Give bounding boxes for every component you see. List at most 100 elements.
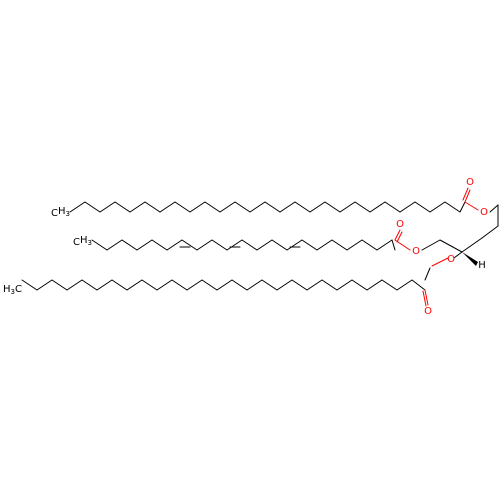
middle-chain-bond [361,239,378,251]
glycerol-c1-c2-bond [481,225,499,239]
bottom-chain-bond [246,279,263,291]
middle-chain-bond [331,239,348,251]
middle-chain-bond [391,239,396,251]
methyl-label-middle: CH3 [73,235,92,248]
bottom-carbonyl-bond [424,289,429,306]
bottom-chain-bond [411,279,426,291]
methyl-label-top: CH3 [51,206,70,219]
top-carbonyl-bond [464,189,471,203]
top-chain-bond [114,201,131,213]
top-chain-bond [399,201,416,213]
top-chain-bond [369,201,386,213]
middle-chain-bond [106,239,123,251]
methyl-label-bottom: H3C [3,284,22,296]
top-chain-bond [354,201,371,213]
oxygen-label: O [447,254,455,265]
middle-chain-bond [136,239,153,251]
middle-chain-bond [181,239,198,251]
bottom-chain-bond [366,279,383,291]
middle-chain-bond [316,239,333,251]
top-chain-bond [459,201,466,213]
oxygen-label: O [424,306,432,317]
middle-carbonyl-bond-double [396,231,403,243]
bottom-chain-bond [36,279,53,291]
top-chain-bond [444,201,461,213]
bottom-chain-bond [291,279,308,291]
top-chain-bond [294,201,311,213]
middle-chain-bond [166,239,183,251]
top-chain-bond [264,201,281,213]
bottom-chain-bond [216,279,233,291]
top-chain-bond [384,201,401,213]
top-chain-bond [219,201,236,213]
glycerol-c3-bond [439,239,463,253]
top-chain-bond [279,201,296,213]
bottom-chain-bond [201,279,218,291]
top-glycerol-bond [489,204,499,213]
bottom-chain-bond [321,279,338,291]
top-carbonyl-bond-double [462,187,469,201]
top-chain-bond [129,201,146,213]
bottom-chain-bond [156,279,173,291]
top-chain-bond [159,201,176,213]
top-ester-bond [464,201,479,211]
top-chain-bond [309,201,326,213]
bottom-chain-bond [141,279,158,291]
middle-chain-bond [151,239,168,251]
bottom-chain-bond [261,279,278,291]
top-chain-bond [174,201,191,213]
bottom-carbonyl-bond-double [422,290,427,307]
bottom-chain-bond [306,279,323,291]
middle-carbonyl-bond [394,229,401,241]
middle-chain-bond [256,239,273,251]
middle-chain-bond [376,239,393,251]
bottom-chain-bond [336,279,353,291]
top-chain-bond [429,201,446,213]
middle-chain-bond [301,239,318,251]
top-chain-bond [414,201,431,213]
bottom-chain-bond [171,279,188,291]
oxygen-label: O [480,207,488,218]
top-chain-bond [249,201,266,213]
oxygen-label: O [396,219,404,230]
middle-chain-bond [196,239,213,251]
bottom-chain-bond [126,279,143,291]
middle-chain-bond [286,239,303,251]
middle-chain-bond [346,239,363,251]
bottom-chain-bond [111,279,128,291]
bottom-ester-bond [431,257,449,267]
glycerol-c2-bond [461,237,483,253]
middle-chain-bond [271,239,288,251]
middle-chain-bond [121,239,138,251]
top-chain-bond [144,201,161,213]
middle-chain-bond [226,239,243,251]
top-chain-bond [189,201,206,213]
middle-chain-bond [91,239,108,251]
bond-layer [21,187,499,307]
middle-ester-bond [394,239,411,251]
bottom-chain-bond [81,279,98,291]
bottom-chain-bond [21,279,38,291]
middle-chain-bond [211,239,228,251]
bottom-chain-bond [351,279,368,291]
bottom-chain-bond [96,279,113,291]
top-chain-bond [99,201,116,213]
middle-glycerol-bond [421,239,441,251]
top-chain-bond [204,201,221,213]
hydrogen-label: H [478,260,486,271]
top-chain-bond [324,201,341,213]
middle-chain-bond [241,239,258,251]
bottom-chain-bond [66,279,83,291]
bottom-chain-bond [276,279,293,291]
oxygen-label: O [466,177,474,188]
bottom-chain-bond [186,279,203,291]
top-chain-bond [339,201,356,213]
stereo-wedge [462,252,478,266]
bottom-chain-bond [51,279,68,291]
bottom-chain-bond [381,279,398,291]
top-chain-bond [69,201,86,213]
bottom-chain-bond [396,279,413,291]
top-chain-bond [84,201,101,213]
